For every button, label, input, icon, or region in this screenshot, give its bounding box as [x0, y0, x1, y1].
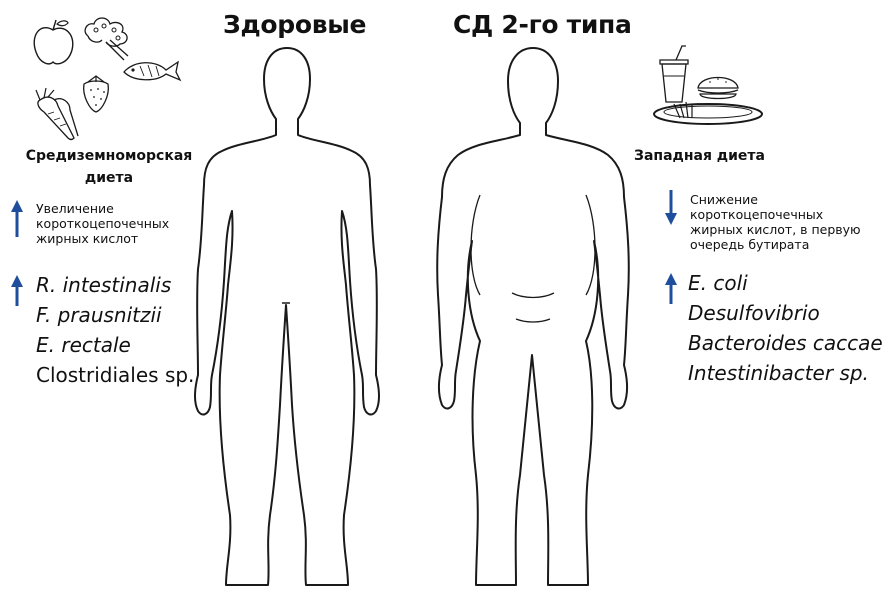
scfa-increase-line: короткоцепочечных [36, 216, 169, 231]
bacteria-item: Bacteroides caccae [688, 328, 883, 358]
healthy-body-figure [186, 45, 388, 590]
scfa-decrease-line: жирных кислот, в первую [690, 222, 861, 237]
scfa-decrease-line: Снижение [690, 192, 861, 207]
scfa-increase-note: Увеличение короткоцепочечных жирных кисл… [36, 201, 169, 246]
diabetes-body-figure [428, 45, 638, 590]
apple-icon [30, 18, 76, 68]
fish-icon [122, 58, 182, 84]
bacteria-item: Desulfovibrio [688, 298, 883, 328]
strawberry-icon [80, 74, 112, 114]
title-diabetes: СД 2-го типа [453, 10, 632, 39]
up-arrow-icon [665, 273, 677, 305]
scfa-increase-line: Увеличение [36, 201, 169, 216]
diet-mediterranean-line2: диета [4, 167, 214, 189]
bacteria-item: R. intestinalis [36, 270, 194, 300]
broccoli-icon [80, 14, 140, 64]
diet-western: Западная диета [634, 145, 765, 167]
bacteria-item: Clostridiales sp. [36, 360, 194, 390]
up-arrow-icon [11, 200, 23, 238]
scfa-decrease-line: короткоцепочечных [690, 207, 861, 222]
bacteria-list-increased: R. intestinalis F. prausnitzii E. rectal… [36, 270, 194, 390]
title-healthy: Здоровые [223, 10, 366, 39]
bacteria-item: Intestinibacter sp. [688, 358, 883, 388]
scfa-decrease-line: очередь бутирата [690, 237, 861, 252]
carrot-icon [34, 88, 84, 142]
scfa-increase-line: жирных кислот [36, 231, 169, 246]
diet-mediterranean-line1: Средиземноморская [4, 145, 214, 167]
down-arrow-icon [665, 190, 677, 226]
up-arrow-icon [11, 275, 23, 307]
scfa-decrease-note: Снижение короткоцепочечных жирных кислот… [690, 192, 861, 252]
bacteria-item: F. prausnitzii [36, 300, 194, 330]
fast-food-icon [652, 44, 762, 128]
bacteria-item: E. rectale [36, 330, 194, 360]
diet-mediterranean: Средиземноморская диета [4, 145, 214, 189]
bacteria-list-increased-t2d: E. coli Desulfovibrio Bacteroides caccae… [688, 268, 883, 388]
bacteria-item: E. coli [688, 268, 883, 298]
